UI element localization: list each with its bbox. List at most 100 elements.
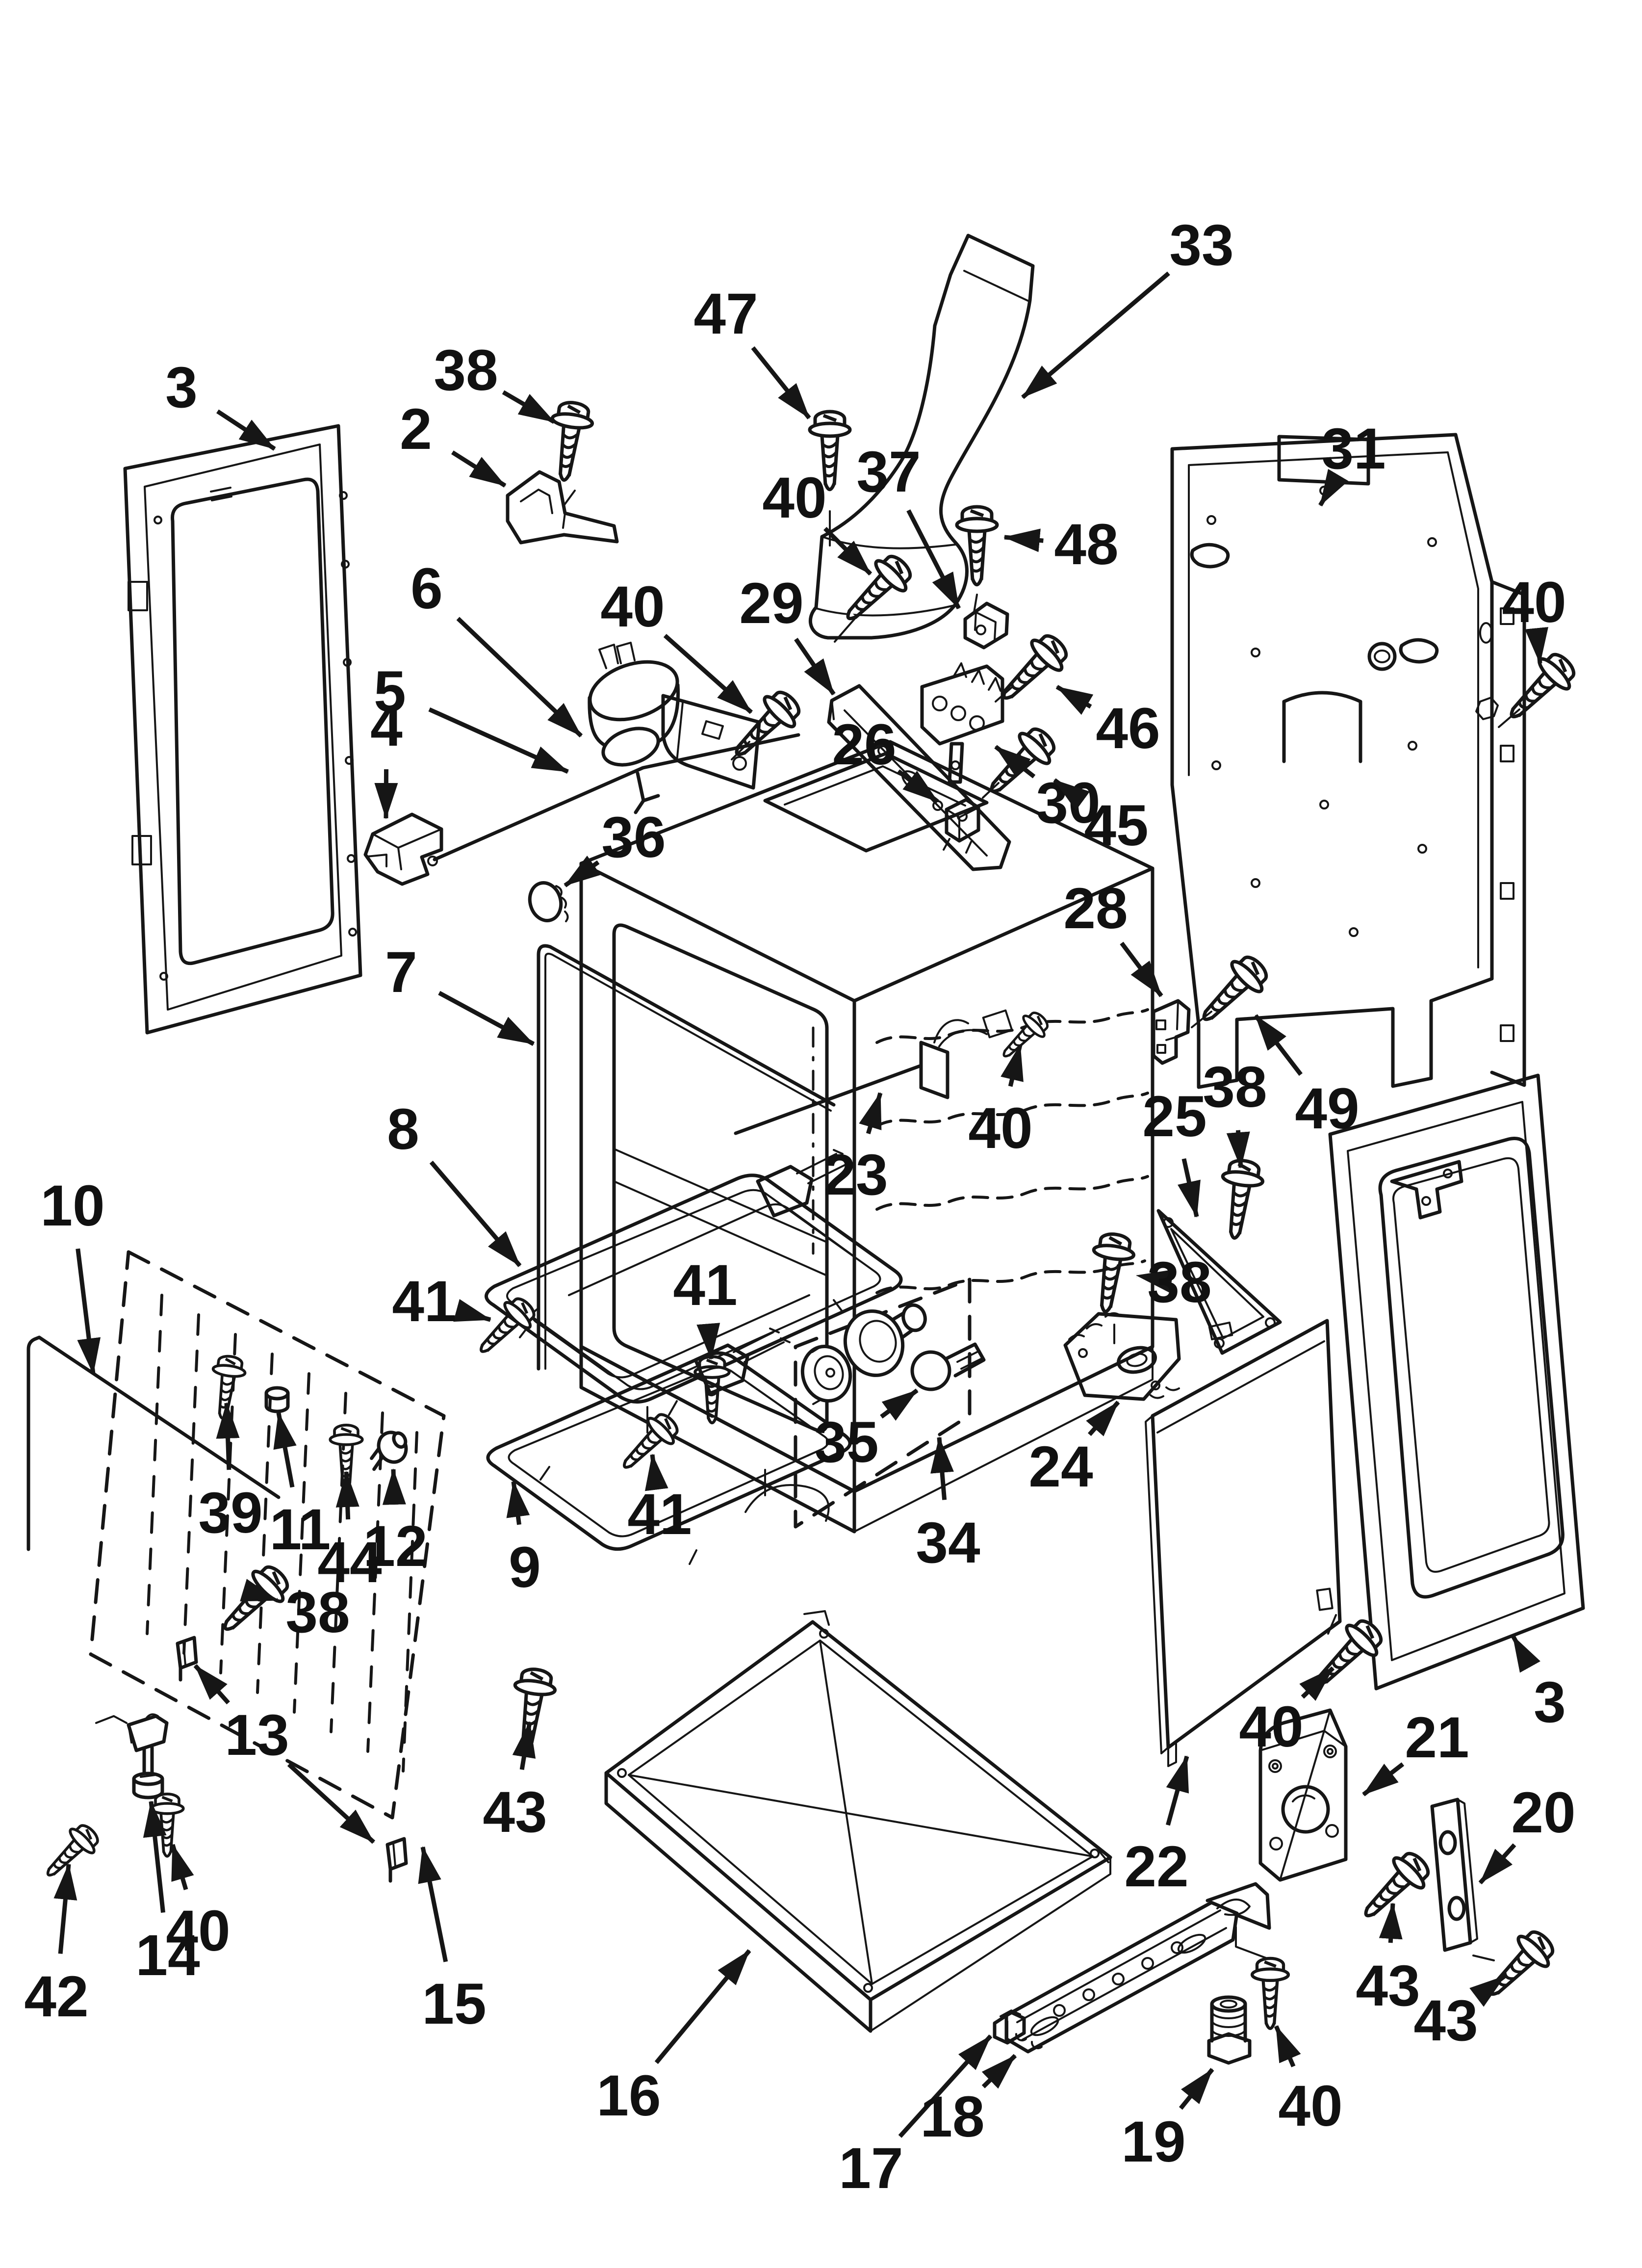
callout-arrow bbox=[335, 1471, 359, 1520]
callout-arrow bbox=[1362, 1762, 1405, 1797]
callout-number: 6 bbox=[410, 556, 443, 621]
callout-number: 17 bbox=[839, 2136, 903, 2201]
callout-arrow bbox=[859, 1092, 883, 1134]
callout-3-c3a: 3 bbox=[165, 355, 276, 451]
callout-24-c24: 24 bbox=[1028, 1401, 1120, 1499]
cavity-clip-drawing bbox=[943, 798, 980, 854]
callout-45-c45: 45 bbox=[1053, 778, 1149, 858]
callout-7-c7: 7 bbox=[385, 940, 535, 1046]
callout-25-c25: 25 bbox=[1142, 1084, 1207, 1218]
callout-29-c29: 29 bbox=[739, 571, 836, 696]
callout-14-c14: 14 bbox=[135, 1800, 200, 1988]
callout-number: 38 bbox=[1203, 1055, 1267, 1120]
callout-6-c6: 6 bbox=[410, 556, 583, 738]
shim-plate-drawing bbox=[1430, 1798, 1478, 1952]
callout-arrow bbox=[287, 1763, 376, 1844]
foot-guide-line bbox=[1235, 1926, 1268, 1959]
callout-41-c41c: 41 bbox=[627, 1454, 692, 1547]
rod-clip-drawing bbox=[363, 812, 443, 886]
oven-light-drawing bbox=[800, 1303, 986, 1405]
callout-number: 36 bbox=[601, 805, 666, 870]
hinge-slot bbox=[128, 581, 148, 611]
callout-arrow bbox=[193, 1664, 230, 1705]
callout-number: 38 bbox=[1147, 1250, 1211, 1315]
screw-40c-guide-line bbox=[1498, 708, 1520, 728]
callout-18-c18: 18 bbox=[920, 2054, 1017, 2149]
callout-number: 41 bbox=[392, 1269, 456, 1334]
callout-arrow bbox=[981, 2054, 1017, 2089]
callout-number: 28 bbox=[1063, 876, 1128, 941]
callout-40-c40f: 40 bbox=[968, 1044, 1033, 1161]
callout-number: 33 bbox=[1169, 213, 1233, 278]
ground-rod-drawing bbox=[26, 1335, 281, 1551]
callout-number: 7 bbox=[385, 940, 417, 1005]
insulation-panel-dashed-drawing bbox=[89, 1250, 446, 1820]
callout-number: 40 bbox=[166, 1899, 230, 1963]
callout-number: 38 bbox=[434, 338, 498, 403]
callout-arrow bbox=[1379, 1903, 1403, 1943]
callout-number: 14 bbox=[135, 1923, 200, 1988]
callout-number: 2 bbox=[400, 397, 432, 462]
hinge-bracket-drawing bbox=[1258, 1708, 1348, 1882]
clip-13b-drawing bbox=[385, 1837, 408, 1883]
callout-number: 9 bbox=[509, 1535, 541, 1600]
callout-number: 40 bbox=[1502, 570, 1566, 635]
callout-number: 42 bbox=[24, 1964, 88, 2029]
callout-arrow bbox=[428, 707, 569, 774]
callout-number: 22 bbox=[1124, 1834, 1188, 1899]
callout-arrow bbox=[170, 1844, 194, 1890]
callout-13-c13: 13 bbox=[193, 1664, 376, 1844]
callout-number: 46 bbox=[1096, 696, 1160, 761]
screw-38a-guide-line bbox=[563, 490, 576, 506]
callout-arrow bbox=[1274, 2025, 1301, 2067]
screw-42 bbox=[37, 1819, 103, 1886]
side-panel-left-drawing bbox=[123, 424, 362, 1035]
callout-37-c37: 37 bbox=[856, 440, 961, 610]
latch-rod-drawing bbox=[433, 733, 800, 861]
callout-number: 4 bbox=[370, 694, 403, 758]
oven-sensor-drawing bbox=[734, 1009, 1013, 1135]
callout-arrow bbox=[382, 1468, 406, 1505]
callout-arrow bbox=[1053, 778, 1090, 811]
triangle-bracket-drawing bbox=[1156, 1209, 1282, 1355]
callout-38-c38f: 38 bbox=[240, 1579, 350, 1645]
callout-arrow bbox=[76, 1248, 101, 1375]
screw-43j bbox=[1477, 1925, 1560, 2008]
callout-arrow bbox=[751, 346, 811, 419]
callout-arrow bbox=[1055, 685, 1094, 715]
clip-37-drawing bbox=[963, 601, 1009, 650]
callout-arrow bbox=[53, 1863, 77, 1954]
callout-arrow bbox=[1299, 1666, 1335, 1701]
callout-39-c39: 39 bbox=[198, 1402, 263, 1545]
light-kit-dashed-box bbox=[794, 1277, 972, 1529]
callout-17-c17: 17 bbox=[839, 2034, 993, 2201]
hole-plug-drawing bbox=[528, 881, 569, 922]
callout-46-c46: 46 bbox=[1055, 685, 1160, 761]
callout-number: 40 bbox=[1278, 2074, 1342, 2138]
callout-23-c23: 23 bbox=[823, 1092, 888, 1207]
callout-arrow bbox=[451, 450, 507, 488]
callout-43-c43h: 43 bbox=[483, 1721, 547, 1845]
callout-16-c16: 16 bbox=[596, 1949, 751, 2128]
bake-element-drawing bbox=[486, 1328, 852, 1565]
callout-arrow bbox=[897, 769, 939, 804]
back-panel-drawing bbox=[1170, 433, 1526, 1089]
callout-number: 26 bbox=[832, 712, 896, 777]
top-bracket-drawing bbox=[506, 470, 619, 545]
callout-26-c26: 26 bbox=[832, 712, 939, 804]
screw-43h bbox=[507, 1667, 557, 1750]
callout-arrow bbox=[1003, 528, 1044, 552]
screw-49-guide-line bbox=[1191, 1011, 1212, 1028]
leg-guide-line bbox=[95, 1715, 128, 1724]
callout-number: 12 bbox=[363, 1514, 427, 1579]
callout-arrow bbox=[506, 1481, 530, 1525]
grommet-12-drawing bbox=[370, 1431, 408, 1471]
screw-40a bbox=[834, 549, 918, 632]
callout-48-c48: 48 bbox=[1003, 512, 1119, 577]
callout-15-c15: 15 bbox=[418, 1846, 487, 2036]
callout-number: 10 bbox=[40, 1173, 104, 1238]
callout-arrow bbox=[453, 1299, 491, 1322]
drawer-rail-drawing bbox=[1004, 1882, 1271, 2054]
callout-arrow bbox=[1179, 2068, 1214, 2110]
callout-number: 13 bbox=[225, 1703, 289, 1768]
